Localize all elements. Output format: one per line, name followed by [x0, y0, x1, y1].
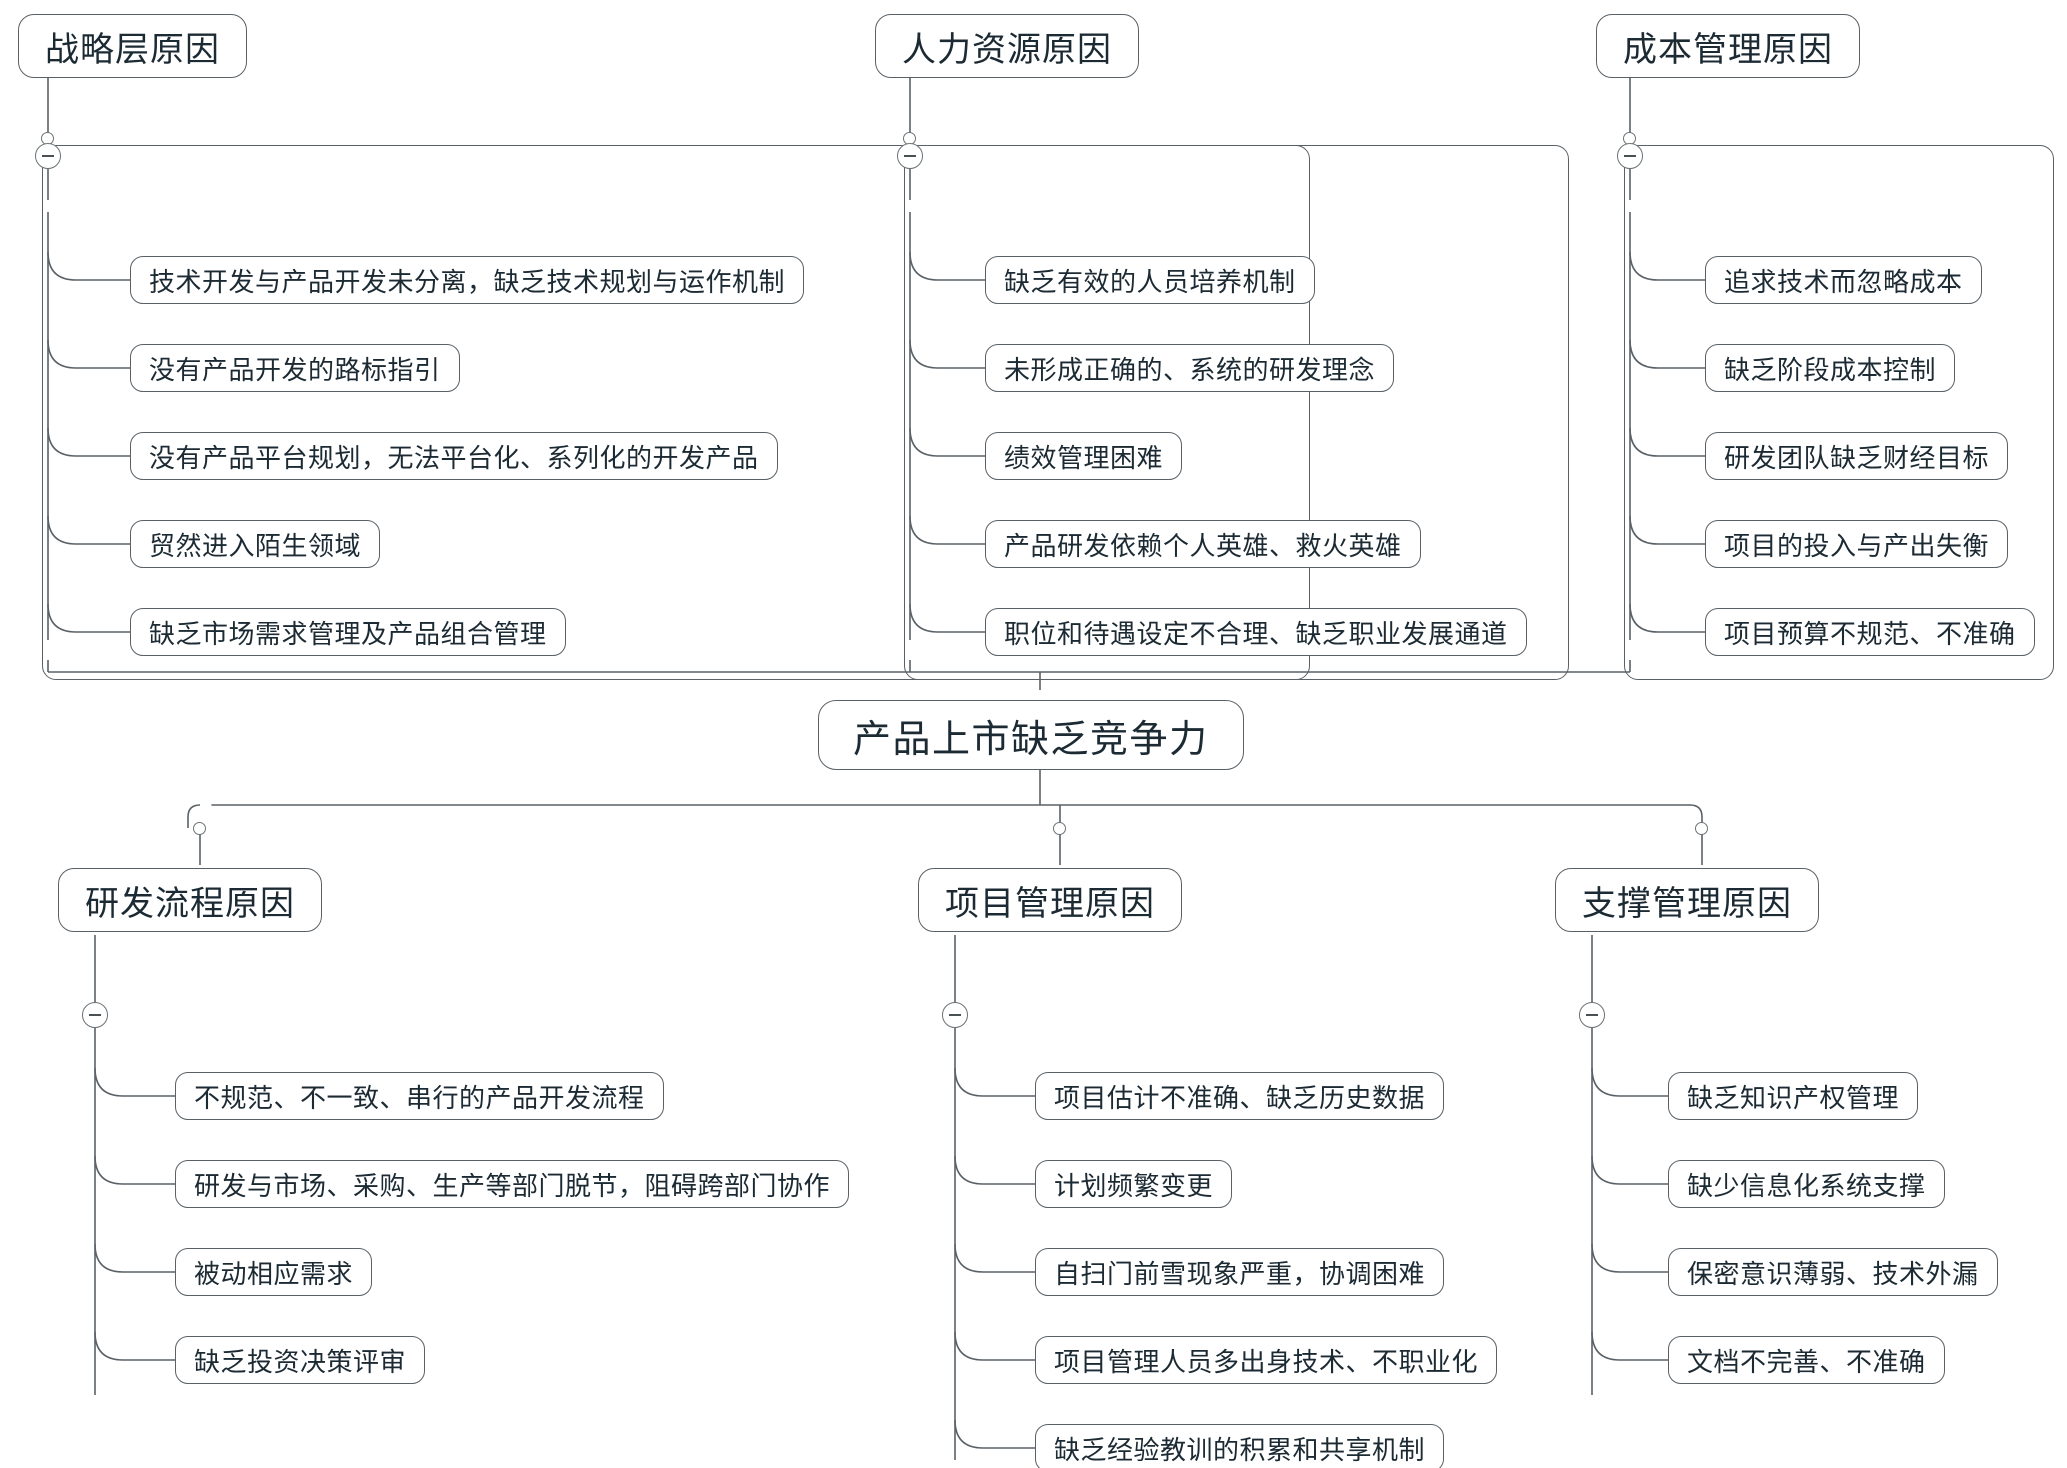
leaf-label: 不规范、不一致、串行的产品开发流程 [194, 1082, 645, 1113]
leaf-node-cost-5[interactable]: 项目预算不规范、不准确 [1705, 608, 2035, 656]
leaf-node-cost-4[interactable]: 项目的投入与产出失衡 [1705, 520, 2009, 568]
leaf-node-hr-4[interactable]: 产品研发依赖个人英雄、救火英雄 [985, 520, 1421, 568]
leaf-label: 贸然进入陌生领域 [149, 530, 362, 561]
category-node-project[interactable]: 项目管理原因 [918, 868, 1182, 932]
leaf-node-project-5[interactable]: 缺乏经验教训的积累和共享机制 [1035, 1424, 1445, 1468]
leaf-label: 未形成正确的、系统的研发理念 [1004, 354, 1376, 385]
leaf-label: 项目预算不规范、不准确 [1724, 618, 2016, 649]
leaf-label: 文档不完善、不准确 [1687, 1346, 1926, 1377]
leaf-node-rnd-2[interactable]: 研发与市场、采购、生产等部门脱节，阻碍跨部门协作 [175, 1160, 850, 1208]
leaf-node-strategy-5[interactable]: 缺乏市场需求管理及产品组合管理 [130, 608, 566, 656]
minus-circle-icon-support[interactable] [1579, 1002, 1605, 1028]
root-label: 产品上市缺乏竞争力 [853, 718, 1209, 761]
leaf-node-rnd-4[interactable]: 缺乏投资决策评审 [175, 1336, 426, 1384]
leaf-node-cost-3[interactable]: 研发团队缺乏财经目标 [1705, 432, 2009, 480]
leaf-label: 缺少信息化系统支撑 [1687, 1170, 1926, 1201]
leaf-label: 自扫门前雪现象严重，协调困难 [1054, 1258, 1426, 1289]
leaf-label: 研发与市场、采购、生产等部门脱节，阻碍跨部门协作 [194, 1170, 831, 1201]
leaf-label: 项目估计不准确、缺乏历史数据 [1054, 1082, 1426, 1113]
leaf-label: 绩效管理困难 [1004, 442, 1164, 473]
group-box-hr [904, 145, 1569, 680]
leaf-label: 项目的投入与产出失衡 [1724, 530, 1990, 561]
category-label-project: 项目管理原因 [945, 884, 1155, 923]
root-node[interactable]: 产品上市缺乏竞争力 [818, 700, 1244, 770]
leaf-label: 研发团队缺乏财经目标 [1724, 442, 1990, 473]
category-label-support: 支撑管理原因 [1582, 884, 1792, 923]
leaf-node-strategy-4[interactable]: 贸然进入陌生领域 [130, 520, 381, 568]
leaf-node-hr-1[interactable]: 缺乏有效的人员培养机制 [985, 256, 1315, 304]
minus-circle-icon-project[interactable] [942, 1002, 968, 1028]
category-label-hr: 人力资源原因 [902, 30, 1112, 69]
leaf-label: 缺乏经验教训的积累和共享机制 [1054, 1434, 1426, 1465]
leaf-label: 被动相应需求 [194, 1258, 354, 1289]
category-label-cost: 成本管理原因 [1623, 30, 1833, 69]
category-label-strategy: 战略层原因 [45, 30, 220, 69]
leaf-node-hr-2[interactable]: 未形成正确的、系统的研发理念 [985, 344, 1395, 392]
leaf-label: 缺乏阶段成本控制 [1724, 354, 1937, 385]
category-label-rnd-process: 研发流程原因 [85, 884, 295, 923]
leaf-node-hr-5[interactable]: 职位和待遇设定不合理、缺乏职业发展通道 [985, 608, 1527, 656]
category-node-hr[interactable]: 人力资源原因 [875, 14, 1139, 78]
leaf-node-rnd-3[interactable]: 被动相应需求 [175, 1248, 373, 1296]
leaf-label: 没有产品开发的路标指引 [149, 354, 441, 385]
leaf-node-support-3[interactable]: 保密意识薄弱、技术外漏 [1668, 1248, 1998, 1296]
connector-dot-project [1053, 822, 1066, 835]
leaf-label: 缺乏有效的人员培养机制 [1004, 266, 1296, 297]
leaf-node-project-3[interactable]: 自扫门前雪现象严重，协调困难 [1035, 1248, 1445, 1296]
leaf-node-support-1[interactable]: 缺乏知识产权管理 [1668, 1072, 1919, 1120]
leaf-label: 职位和待遇设定不合理、缺乏职业发展通道 [1004, 618, 1508, 649]
leaf-node-project-4[interactable]: 项目管理人员多出身技术、不职业化 [1035, 1336, 1498, 1384]
group-box-strategy [42, 145, 1310, 680]
leaf-label: 追求技术而忽略成本 [1724, 266, 1963, 297]
leaf-node-cost-2[interactable]: 缺乏阶段成本控制 [1705, 344, 1956, 392]
leaf-label: 没有产品平台规划，无法平台化、系列化的开发产品 [149, 442, 759, 473]
minus-circle-icon-cost[interactable] [1617, 143, 1643, 169]
leaf-node-support-2[interactable]: 缺少信息化系统支撑 [1668, 1160, 1945, 1208]
leaf-label: 保密意识薄弱、技术外漏 [1687, 1258, 1979, 1289]
leaf-label: 技术开发与产品开发未分离，缺乏技术规划与运作机制 [149, 266, 786, 297]
leaf-node-cost-1[interactable]: 追求技术而忽略成本 [1705, 256, 1982, 304]
minus-circle-icon-rnd-process[interactable] [82, 1002, 108, 1028]
category-node-strategy[interactable]: 战略层原因 [18, 14, 247, 78]
minus-circle-icon-strategy[interactable] [35, 143, 61, 169]
leaf-node-strategy-2[interactable]: 没有产品开发的路标指引 [130, 344, 460, 392]
leaf-node-support-4[interactable]: 文档不完善、不准确 [1668, 1336, 1945, 1384]
minus-circle-icon-hr[interactable] [897, 143, 923, 169]
category-node-support[interactable]: 支撑管理原因 [1555, 868, 1819, 932]
category-node-cost[interactable]: 成本管理原因 [1596, 14, 1860, 78]
leaf-label: 产品研发依赖个人英雄、救火英雄 [1004, 530, 1402, 561]
leaf-label: 缺乏知识产权管理 [1687, 1082, 1900, 1113]
leaf-node-strategy-1[interactable]: 技术开发与产品开发未分离，缺乏技术规划与运作机制 [130, 256, 805, 304]
leaf-node-strategy-3[interactable]: 没有产品平台规划，无法平台化、系列化的开发产品 [130, 432, 778, 480]
leaf-node-hr-3[interactable]: 绩效管理困难 [985, 432, 1183, 480]
group-box-cost [1624, 145, 2054, 680]
leaf-label: 项目管理人员多出身技术、不职业化 [1054, 1346, 1479, 1377]
category-node-rnd-process[interactable]: 研发流程原因 [58, 868, 322, 932]
connector-dot-rnd-process [193, 822, 206, 835]
connector-dot-support [1695, 822, 1708, 835]
leaf-node-rnd-1[interactable]: 不规范、不一致、串行的产品开发流程 [175, 1072, 664, 1120]
leaf-label: 缺乏市场需求管理及产品组合管理 [149, 618, 547, 649]
leaf-node-project-1[interactable]: 项目估计不准确、缺乏历史数据 [1035, 1072, 1445, 1120]
leaf-node-project-2[interactable]: 计划频繁变更 [1035, 1160, 1233, 1208]
leaf-label: 缺乏投资决策评审 [194, 1346, 407, 1377]
leaf-label: 计划频繁变更 [1054, 1170, 1214, 1201]
